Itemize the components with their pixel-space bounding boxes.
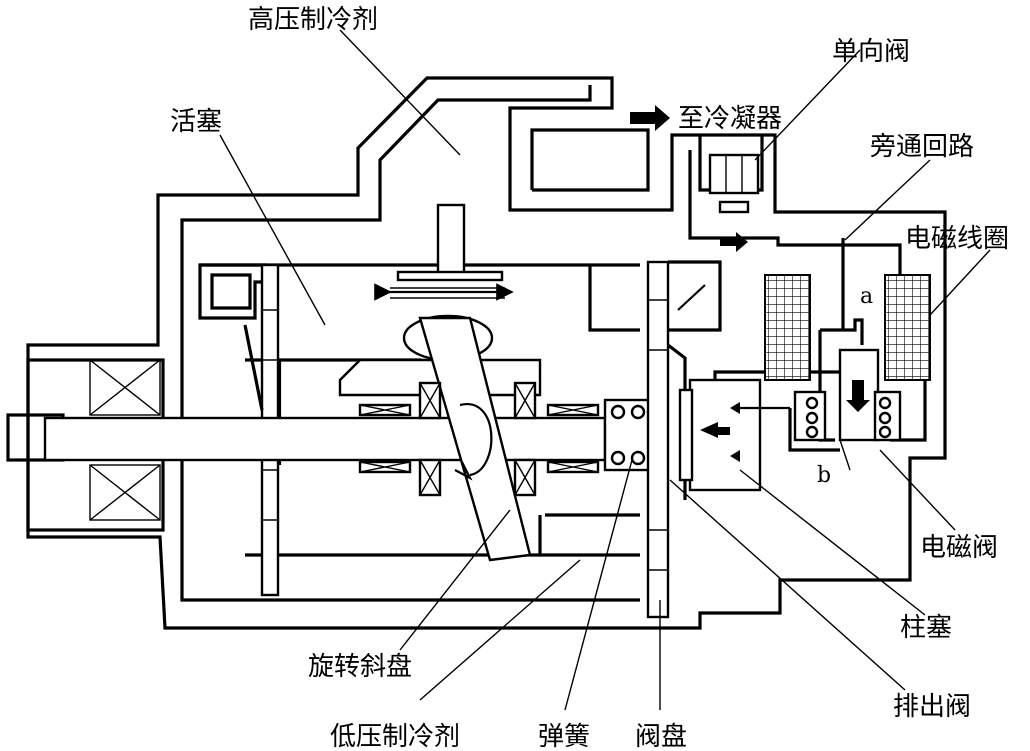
main-shaft xyxy=(43,403,607,474)
solenoid-valve xyxy=(764,238,931,452)
label-coil: 电磁线圈 xyxy=(905,224,1009,254)
flow-arrows xyxy=(630,105,748,252)
plunger-block xyxy=(678,370,850,492)
label-spring: 弹簧 xyxy=(538,722,590,751)
label-low-pressure: 低压制冷剂 xyxy=(330,722,460,751)
label-point-b: b xyxy=(817,463,831,488)
label-point-a: a xyxy=(860,284,873,309)
outer-housing xyxy=(26,76,947,630)
label-to-condenser: 至冷凝器 xyxy=(678,104,782,134)
label-piston: 活塞 xyxy=(170,107,222,137)
label-check-valve: 单向阀 xyxy=(832,37,910,67)
label-discharge-valve: 排出阀 xyxy=(893,692,971,722)
label-solenoid-valve: 电磁阀 xyxy=(920,533,998,563)
check-valve xyxy=(708,153,760,214)
valve-plate xyxy=(646,260,722,619)
label-valve-plate: 阀盘 xyxy=(635,722,687,751)
label-plunger: 柱塞 xyxy=(900,613,952,643)
condenser-arrow-icon xyxy=(630,105,670,131)
label-swash-plate: 旋转斜盘 xyxy=(308,652,412,682)
swash-plate xyxy=(418,316,537,562)
leader-lines xyxy=(219,29,991,711)
labels: 高压制冷剂 活塞 至冷凝器 单向阀 旁通回路 电磁线圈 a b 电磁阀 柱塞 排… xyxy=(170,5,1009,751)
label-high-pressure: 高压制冷剂 xyxy=(248,5,378,35)
label-bypass: 旁通回路 xyxy=(870,132,974,162)
bypass-arrow-icon xyxy=(720,232,748,252)
